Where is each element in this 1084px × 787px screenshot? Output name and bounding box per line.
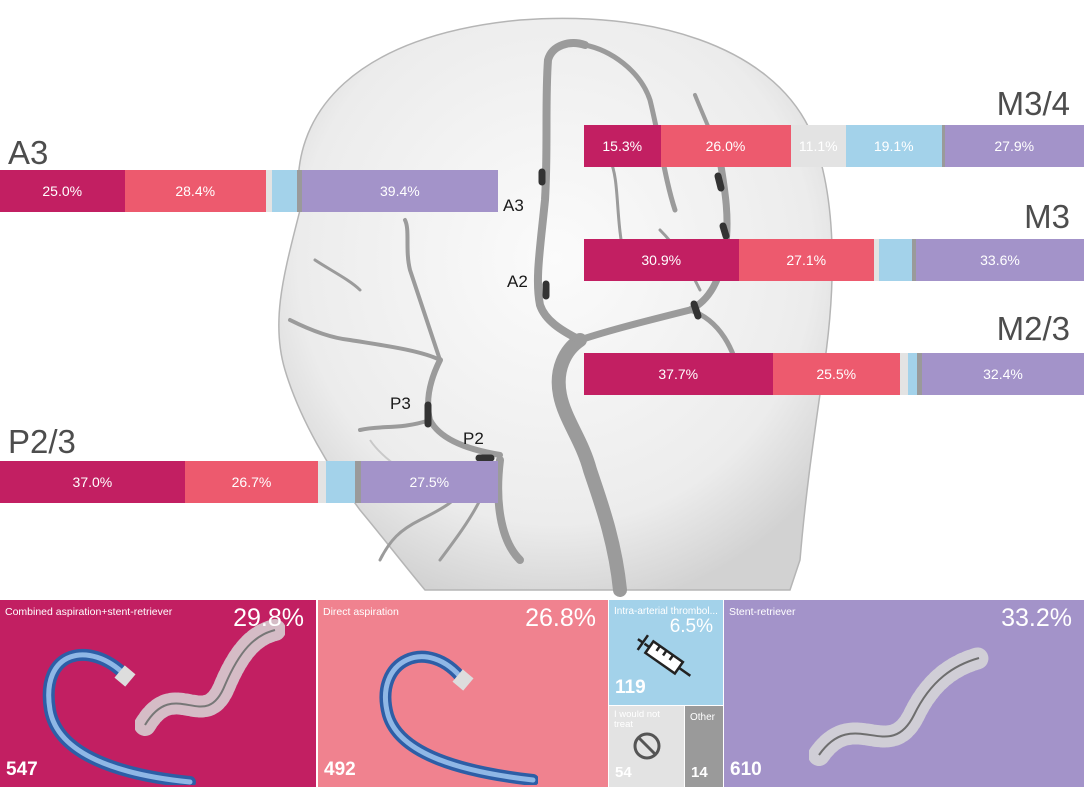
aspiration-catheter-icon (42, 648, 196, 785)
bar-value-label: 19.1% (873, 138, 914, 154)
bar-value-label: 37.7% (658, 366, 699, 382)
bar-segment-m23-combined: 37.7% (584, 353, 773, 395)
tile-thrombolysis: Intra-arterial thrombol... 6.5% 119 (609, 600, 723, 705)
tile-no-treat-name: I would not treat (614, 709, 660, 731)
stacked-bar-m34: 15.3% 26.0% 11.1% 19.1% 27.9% (584, 125, 1084, 167)
bar-value-label: 30.9% (641, 252, 682, 268)
stacked-bar-p23: 37.0% 26.7% 27.5% (0, 461, 498, 503)
tile-stent: Stent-retriever 33.2% 610 (724, 600, 1084, 787)
bar-segment-a3-stent: 39.4% (301, 170, 498, 212)
tile-stent-name: Stent-retriever (729, 606, 796, 618)
tile-aspiration-count: 492 (324, 759, 356, 780)
tile-aspiration: Direct aspiration 26.8% 492 (318, 600, 608, 787)
head-silhouette (278, 17, 833, 591)
tile-thrombolysis-count: 119 (615, 677, 646, 698)
bar-value-label: 39.4% (380, 183, 420, 199)
stent-retriever-icon (809, 647, 989, 766)
bar-segment-p23-combined: 37.0% (0, 461, 185, 503)
bar-value-label: 25.5% (816, 366, 857, 382)
row-label-m34: M3/4 (996, 85, 1070, 122)
bar-value-label: 28.4% (175, 183, 216, 199)
tile-stent-count: 610 (730, 759, 762, 780)
bar-value-label: 26.0% (705, 138, 746, 154)
tile-aspiration-percent: 26.8% (525, 604, 596, 632)
tile-combined-count: 547 (6, 759, 38, 780)
bar-value-label: 27.1% (786, 252, 827, 268)
tile-combined-percent: 29.8% (233, 604, 304, 632)
tile-aspiration-name: Direct aspiration (323, 606, 399, 618)
tile-combined-name: Combined aspiration+stent-retriever (5, 606, 173, 618)
bar-segment-m34-stent: 27.9% (944, 125, 1084, 167)
bar-value-label: 37.0% (72, 474, 113, 490)
stacked-bar-a3: 25.0% 28.4% 39.4% (0, 170, 498, 212)
bar-value-label: 25.0% (42, 183, 83, 199)
bar-segment-m23-aspiration: 25.5% (772, 353, 900, 395)
tile-thrombolysis-percent: 6.5% (669, 616, 713, 637)
occlusion-markers (424, 168, 730, 462)
row-label-m23: M2/3 (996, 310, 1070, 347)
bar-value-label: 26.7% (231, 474, 272, 490)
vessel-label-a2: A2 (507, 272, 528, 291)
tile-combined: Combined aspiration+stent-retriever 29.8… (0, 600, 316, 787)
tile-other: Other 14 (685, 706, 723, 787)
bar-segment-p23-other (354, 461, 361, 503)
syringe-icon (636, 634, 692, 677)
vessel-label-a3: A3 (503, 196, 524, 215)
bar-segment-p23-thrombolysis (325, 461, 355, 503)
bar-value-label: 15.3% (602, 138, 643, 154)
bar-segment-m34-thrombolysis: 19.1% (846, 125, 942, 167)
bar-segment-m23-thrombolysis (907, 353, 917, 395)
bar-segment-a3-thrombolysis (271, 170, 297, 212)
bar-segment-m3-thrombolysis (879, 239, 912, 281)
tile-other-count: 14 (691, 764, 708, 781)
tile-stent-percent: 33.2% (1001, 604, 1072, 632)
row-label-a3: A3 (8, 134, 49, 171)
bar-segment-m34-aspiration: 26.0% (660, 125, 791, 167)
row-label-p23: P2/3 (8, 423, 76, 460)
bar-segment-a3-combined: 25.0% (0, 170, 125, 212)
bar-segment-m34-no_treat: 11.1% (790, 125, 846, 167)
bar-segment-p23-no_treat (318, 461, 326, 503)
row-label-m3: M3 (1024, 198, 1070, 235)
bar-segment-m3-no_treat (874, 239, 879, 281)
bar-segment-m3-other (911, 239, 916, 281)
bar-segment-m3-aspiration: 27.1% (738, 239, 874, 281)
bar-segment-m3-stent: 33.6% (916, 239, 1084, 281)
bar-segment-p23-stent: 27.5% (360, 461, 498, 503)
aspiration-catheter-icon (379, 650, 538, 785)
bar-segment-a3-other (296, 170, 302, 212)
bar-value-label: 32.4% (983, 366, 1023, 382)
tile-no-treat-count: 54 (615, 764, 632, 781)
bar-value-label: 33.6% (980, 252, 1020, 268)
no-entry-icon (633, 732, 661, 760)
bar-value-label: 27.5% (409, 474, 450, 490)
stacked-bar-m3: 30.9% 27.1% 33.6% (584, 239, 1084, 281)
stent-retriever-icon (135, 619, 285, 736)
bar-segment-m34-other (941, 125, 945, 167)
tile-thrombolysis-name: Intra-arterial thrombol... (614, 606, 718, 617)
tile-other-name: Other (690, 712, 716, 723)
bar-segment-p23-aspiration: 26.7% (184, 461, 319, 503)
vessel-label-p3: P3 (390, 394, 411, 413)
bar-segment-m23-no_treat (900, 353, 908, 395)
bar-segment-m34-combined: 15.3% (584, 125, 661, 167)
vessel-label-p2: P2 (463, 429, 484, 448)
tile-no-treat: I would not treat 54 (609, 706, 684, 787)
bar-segment-a3-aspiration: 28.4% (124, 170, 266, 212)
bar-segment-a3-no_treat (265, 170, 272, 212)
bar-value-label: 27.9% (994, 138, 1035, 154)
bar-value-label: 11.1% (798, 138, 838, 154)
bar-segment-m3-combined: 30.9% (584, 239, 739, 281)
stacked-bar-m23: 37.7% 25.5% 32.4% (584, 353, 1084, 395)
bar-segment-m23-other (916, 353, 922, 395)
bar-segment-m23-stent: 32.4% (922, 353, 1084, 395)
